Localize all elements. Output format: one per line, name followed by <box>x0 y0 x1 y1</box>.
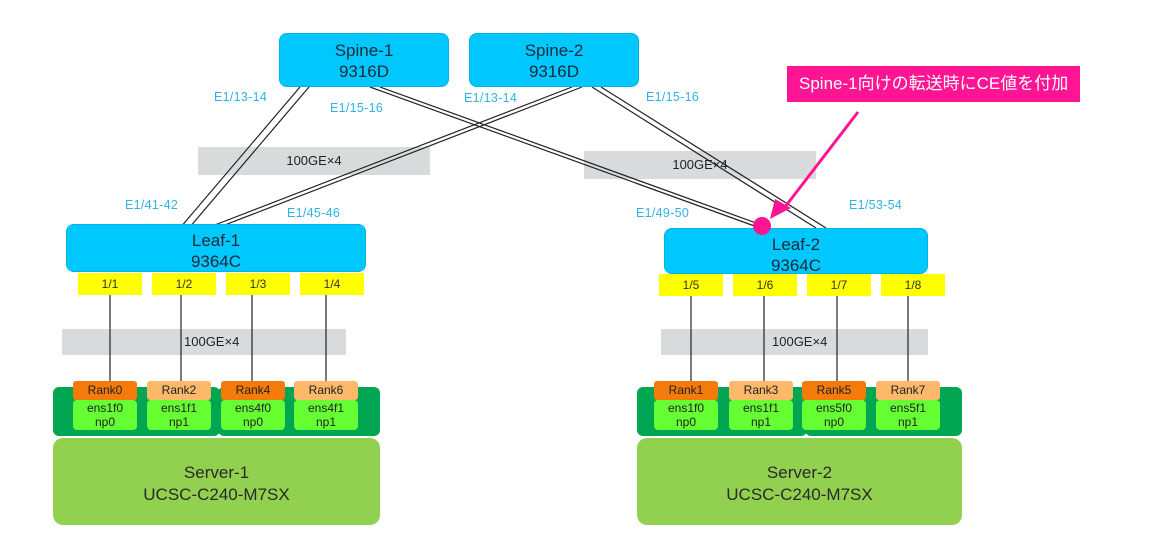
spine-1[interactable]: Spine-1 9316D <box>279 33 449 87</box>
leaf2-port-8[interactable]: 1/8 <box>881 274 945 296</box>
spine-2[interactable]: Spine-2 9316D <box>469 33 639 87</box>
server2-rank-1: Rank1 <box>654 381 718 400</box>
server1-rank-4: Rank4 <box>221 381 285 400</box>
link-spine1-leaf1-b <box>188 86 310 229</box>
leaf-2-model: 9364C <box>770 256 822 275</box>
if-label-spine2-left: E1/13-14 <box>464 91 518 105</box>
server1-nic-3: ens4f0 np0 <box>221 400 285 430</box>
server2-nic-2: ens1f1 np1 <box>729 400 793 430</box>
server1-nic-3-iface: ens4f0 <box>234 401 272 415</box>
server2-nic-2-np: np1 <box>750 415 772 429</box>
leaf-1-model: 9364C <box>190 252 242 271</box>
spine-2-name: Spine-2 <box>524 41 584 60</box>
server2-nic-4-np: np1 <box>897 415 919 429</box>
link-spine2-leaf2-b <box>600 86 827 229</box>
server1-nic-1: ens1f0 np0 <box>73 400 137 430</box>
leaf2-port-7[interactable]: 1/7 <box>807 274 871 296</box>
server2-rank-3: Rank3 <box>729 381 793 400</box>
if-label-spine1-left: E1/13-14 <box>214 90 268 104</box>
server1-rank-0: Rank0 <box>73 381 137 400</box>
server1-rank-2: Rank2 <box>147 381 211 400</box>
leaf2-port-6[interactable]: 1/6 <box>733 274 797 296</box>
server-1[interactable]: Server-1 UCSC-C240-M7SX <box>53 438 380 525</box>
server2-nic-4-iface: ens5f1 <box>889 401 927 415</box>
if-label-spine2-right: E1/15-16 <box>646 90 700 104</box>
ce-marker-dot <box>753 217 771 235</box>
server1-nic-2: ens1f1 np1 <box>147 400 211 430</box>
server1-nic-1-np: np0 <box>94 415 116 429</box>
if-label-leaf1-right: E1/45-46 <box>287 206 341 220</box>
server-2[interactable]: Server-2 UCSC-C240-M7SX <box>637 438 962 525</box>
callout-arrow-head <box>770 199 791 219</box>
uplink-band-right-label: 100GE×4 <box>672 157 728 172</box>
server-1-name: Server-1 <box>183 463 250 482</box>
downlink-band-right: 100GE×4 <box>661 329 928 355</box>
server1-rank-6: Rank6 <box>294 381 358 400</box>
ce-callout-box: Spine-1向けの転送時にCE値を付加 <box>787 66 1081 102</box>
callout-arrow-line <box>783 111 860 208</box>
leaf-2-name: Leaf-2 <box>771 235 821 254</box>
server1-nic-3-np: np0 <box>242 415 264 429</box>
server-1-model: UCSC-C240-M7SX <box>143 485 290 504</box>
downlink-band-left: 100GE×4 <box>62 329 346 355</box>
spine-1-name: Spine-1 <box>334 41 394 60</box>
link-spine1-leaf2-b <box>379 86 771 229</box>
server2-nic-3-iface: ens5f0 <box>815 401 853 415</box>
if-label-leaf2-right: E1/53-54 <box>849 198 903 212</box>
server2-nic-1: ens1f0 np0 <box>654 400 718 430</box>
if-label-spine1-right: E1/15-16 <box>330 101 384 115</box>
server-2-name: Server-2 <box>766 463 833 482</box>
if-label-leaf2-left: E1/49-50 <box>636 206 690 220</box>
server1-nic-2-iface: ens1f1 <box>160 401 198 415</box>
link-spine2-leaf1-a <box>206 86 573 229</box>
server2-rank-7: Rank7 <box>876 381 940 400</box>
server2-rank-5: Rank5 <box>802 381 866 400</box>
server2-nic-3-np: np0 <box>823 415 845 429</box>
server1-nic-4: ens4f1 np1 <box>294 400 358 430</box>
spine-1-model: 9316D <box>338 62 390 81</box>
leaf2-port-5[interactable]: 1/5 <box>659 274 723 296</box>
leaf1-port-4[interactable]: 1/4 <box>300 273 364 295</box>
link-spine2-leaf1-b <box>216 86 583 229</box>
server-2-model: UCSC-C240-M7SX <box>726 485 873 504</box>
server2-nic-4: ens5f1 np1 <box>876 400 940 430</box>
downlink-band-right-label: 100GE×4 <box>772 334 828 349</box>
ce-callout-text: Spine-1向けの転送時にCE値を付加 <box>799 74 1069 93</box>
leaf1-port-3[interactable]: 1/3 <box>226 273 290 295</box>
server2-nic-1-iface: ens1f0 <box>667 401 705 415</box>
downlink-band-left-label: 100GE×4 <box>184 334 240 349</box>
link-spine1-leaf2-a <box>369 86 761 229</box>
server1-nic-1-iface: ens1f0 <box>86 401 124 415</box>
if-label-leaf1-left: E1/41-42 <box>125 198 179 212</box>
server1-nic-4-iface: ens4f1 <box>307 401 345 415</box>
leaf1-port-1[interactable]: 1/1 <box>78 273 142 295</box>
server2-nic-2-iface: ens1f1 <box>742 401 780 415</box>
spine-2-model: 9316D <box>528 62 580 81</box>
server1-nic-4-np: np1 <box>315 415 337 429</box>
server1-nic-2-np: np1 <box>168 415 190 429</box>
server2-nic-1-np: np0 <box>675 415 697 429</box>
leaf1-port-2[interactable]: 1/2 <box>152 273 216 295</box>
server2-nic-3: ens5f0 np0 <box>802 400 866 430</box>
uplink-band-left-label: 100GE×4 <box>286 153 342 168</box>
leaf-1[interactable]: Leaf-1 9364C <box>66 224 366 272</box>
leaf-2[interactable]: Leaf-2 9364C <box>664 228 928 275</box>
link-spine1-leaf1-a <box>179 86 301 229</box>
leaf-1-name: Leaf-1 <box>191 231 241 250</box>
